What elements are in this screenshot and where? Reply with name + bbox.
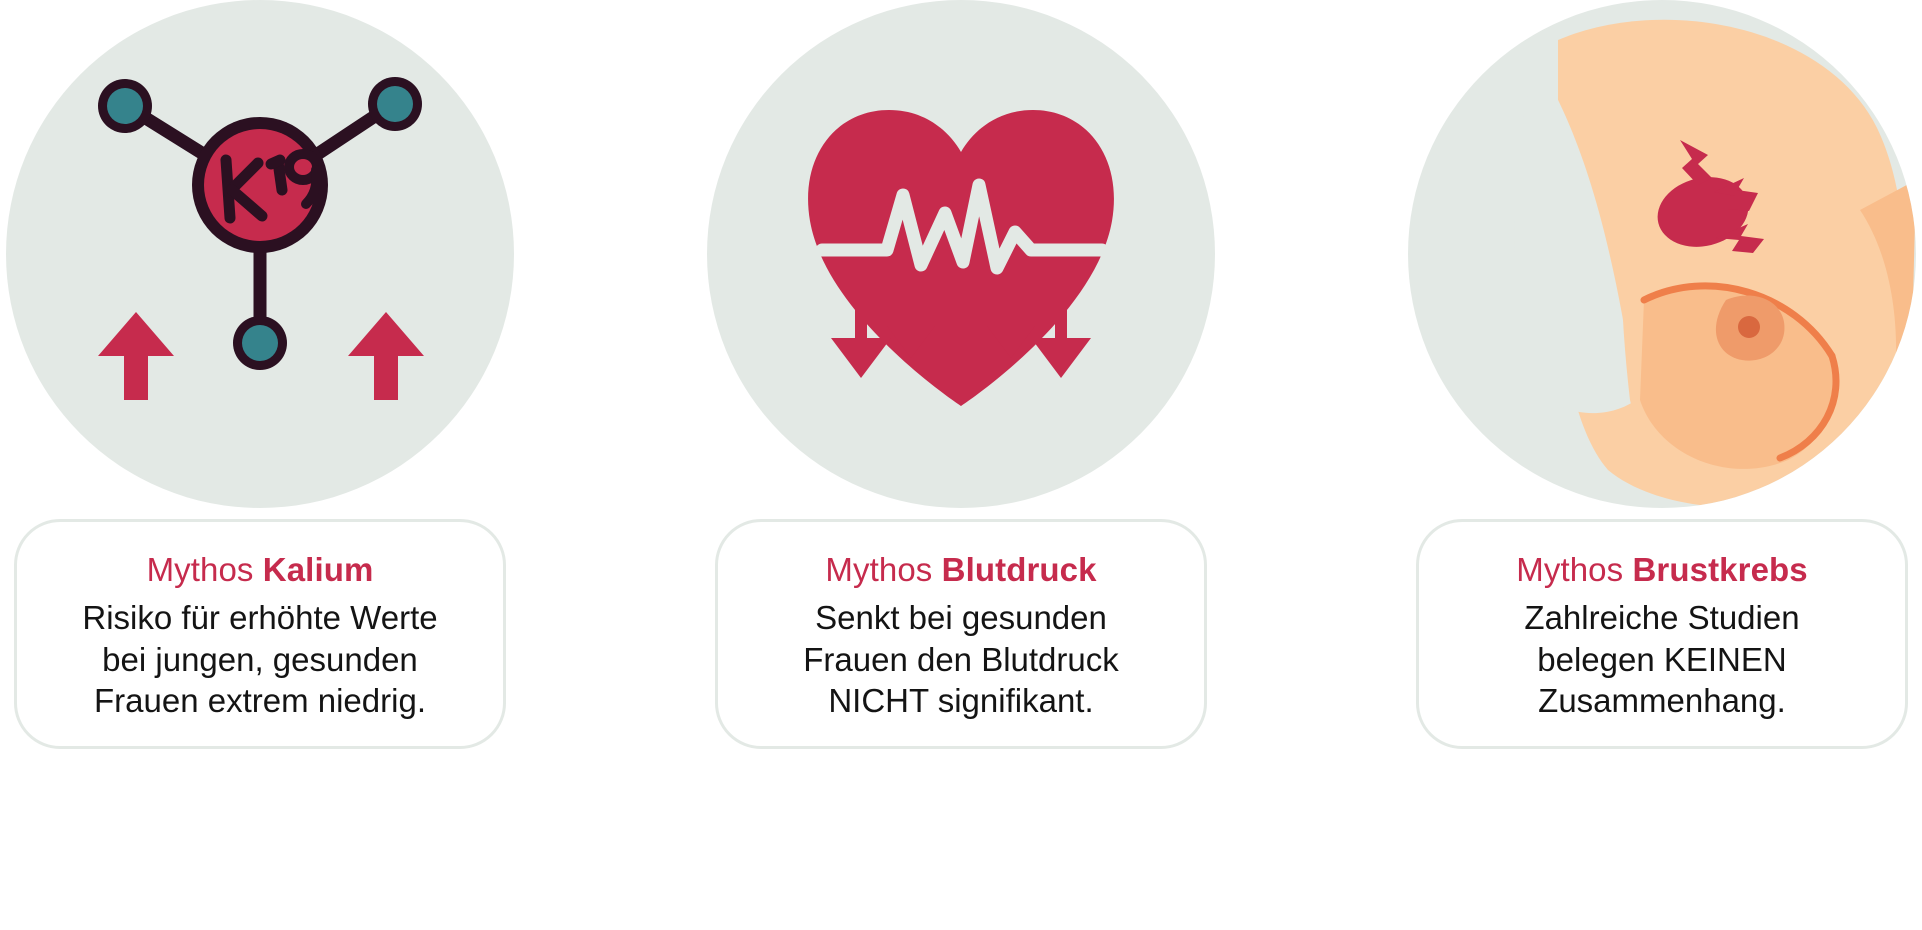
breast-illustration (1514, 19, 1916, 508)
card-title-brustkrebs: Mythos Brustkrebs (1516, 551, 1808, 589)
myth-card-brustkrebs: Mythos Brustkrebs Zahlreiche Studien bel… (1402, 0, 1922, 930)
card-title-prefix: Mythos (146, 551, 263, 588)
card-body-kalium: Risiko für erhöhte Werte bei jungen, ges… (82, 598, 438, 720)
card-body-blutdruck: Senkt bei gesunden Frauen den Blutdruck … (803, 598, 1119, 720)
card-title-blutdruck: Mythos Blutdruck (825, 551, 1097, 589)
potassium-nine-glyph (284, 149, 322, 209)
decrease-arrows-right (987, 280, 1091, 378)
caption-card-kalium: Mythos Kalium Risiko für erhöhte Werte b… (14, 519, 506, 749)
caption-card-brustkrebs: Mythos Brustkrebs Zahlreiche Studien bel… (1416, 519, 1908, 749)
ecg-waveform (815, 178, 1109, 275)
decrease-arrows-left (831, 280, 935, 378)
increase-arrow-left (98, 312, 174, 400)
card-title-bold: Kalium (262, 551, 374, 588)
breast-shade (1640, 286, 1836, 469)
breast-tumor-medallion (1408, 0, 1916, 508)
card-title-bold: Brustkrebs (1632, 551, 1808, 588)
potassium-k19-label (220, 154, 288, 224)
potassium-molecule-medallion (6, 0, 514, 508)
heart-ecg-icon (808, 110, 1114, 406)
myth-card-kalium: Mythos Kalium Risiko für erhöhte Werte b… (0, 0, 520, 930)
card-title-kalium: Mythos Kalium (146, 551, 374, 589)
potassium-molecule-icon (98, 77, 424, 400)
breast-contour (1640, 282, 1836, 360)
card-title-bold: Blutdruck (941, 551, 1097, 588)
tumor-lump (1657, 177, 1749, 247)
potassium-atom-core (204, 129, 316, 241)
caption-card-blutdruck: Mythos Blutdruck Senkt bei gesunden Frau… (715, 519, 1207, 749)
breast-contour-lower (1776, 352, 1840, 462)
card-title-prefix: Mythos (825, 551, 942, 588)
pain-bolts (1680, 140, 1764, 253)
arm-notch (1514, 60, 1636, 414)
breast-tumor-icon (1514, 19, 1916, 508)
increase-arrow-right (348, 312, 424, 400)
molecule-satellite-atoms (98, 77, 422, 370)
nipple (1738, 316, 1760, 338)
myth-card-blutdruck: Mythos Blutdruck Senkt bei gesunden Frau… (701, 0, 1221, 930)
card-title-prefix: Mythos (1516, 551, 1633, 588)
heart-ecg-medallion (707, 0, 1215, 508)
card-body-brustkrebs: Zahlreiche Studien belegen KEINEN Zusamm… (1524, 598, 1800, 720)
